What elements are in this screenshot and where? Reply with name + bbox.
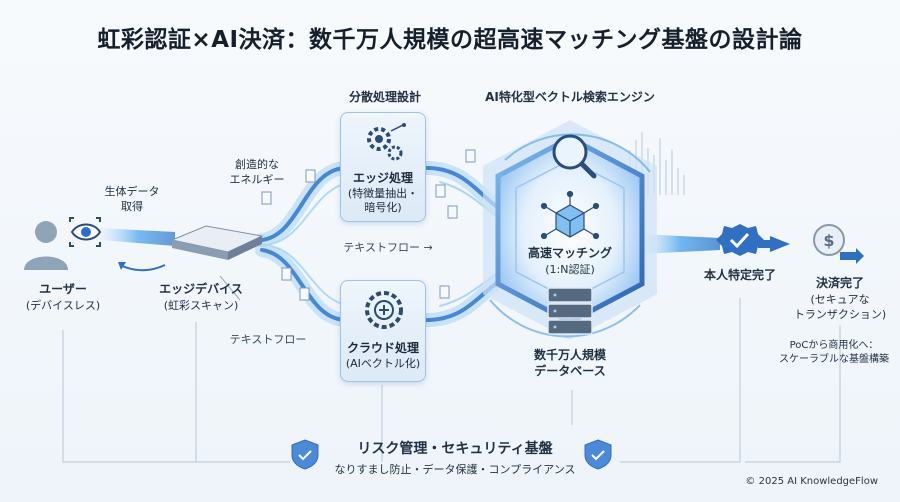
check-badge-icon [716,224,764,256]
edge-processing-title: エッジ処理 [352,171,413,185]
security-title: リスク管理・セキュリティ基盤 [357,441,553,457]
document-icons [261,149,476,301]
cloud-processing-line1: (AIベクトル化) [345,357,421,370]
database-label-2: データベース [534,364,606,378]
payment-line1: (セキュアな [810,293,870,306]
security-sub: なりすまし防止・データ保護・コンプライアンス [334,463,576,476]
output-beam [640,234,720,254]
pointer-line [219,275,241,301]
database-icon [547,287,593,335]
engine-heading: AI特化型ベクトル検索エンジン [485,90,655,104]
edge-device-sub-label: (虹彩スキャン) [163,299,239,312]
connector-lines [62,298,841,463]
engine-title: 高速マッチング [527,246,612,260]
edge-device-icon [170,225,264,260]
shield-icons [291,439,612,470]
engine-sub: (1:N認証) [545,263,595,276]
network-cube-icon [540,190,600,240]
user-icon [24,221,68,270]
copyright: © 2025 AI KnowledgeFlow [745,476,878,487]
cloud-processing-title: クラウド処理 [346,341,419,355]
magnifier-icon [552,134,597,179]
text-flow-low-label: テキストフロー [229,333,307,346]
text-flow-mid-label: テキストフロー → [343,241,433,254]
user-label: ユーザー [39,282,87,296]
creative-energy-label-2: エネルギー [229,173,285,186]
eye-icon [69,217,102,247]
distributed-heading: 分散処理設計 [348,90,421,104]
user-sub-label: (デバイスレス) [25,299,101,312]
creative-energy-label-1: 創造的な [235,158,279,171]
edge-device-label: エッジデバイス [159,282,243,296]
return-arrow [119,264,166,272]
cloud-processing-box: クラウド処理 (AIベクトル化) [340,280,426,382]
bio-data-label-2: 取得 [121,200,143,213]
page-title: 虹彩認証×AI決済：数千万人規模の超高速マッチング基盤の設計論 [97,27,803,53]
edge-processing-line1: (特徴量抽出・ [347,187,419,200]
identified-label: 本人特定完了 [703,268,776,282]
payment-line2: トランザクション) [793,308,887,321]
commercial-line1: PoCから商用化へ： [789,340,879,351]
payment-coin-icon: $ [813,224,864,264]
edge-processing-box: エッジ処理 (特徴量抽出・ 暗号化) [340,112,426,222]
payment-title: 決済完了 [815,276,864,290]
commercial-line2: スケーラブルな基盤構築 [779,354,889,365]
security-foundation: リスク管理・セキュリティ基盤 なりすまし防止・データ保護・コンプライアンス [290,440,620,484]
scan-beam [100,228,175,246]
bio-data-label-1: 生体データ [104,185,160,198]
database-label-1: 数千万人規模 [533,348,606,362]
ai-brain-gear-icon [365,291,403,329]
gear-icon [367,123,406,161]
edge-processing-line2: 暗号化) [364,201,402,214]
svg-text:$: $ [823,231,834,250]
